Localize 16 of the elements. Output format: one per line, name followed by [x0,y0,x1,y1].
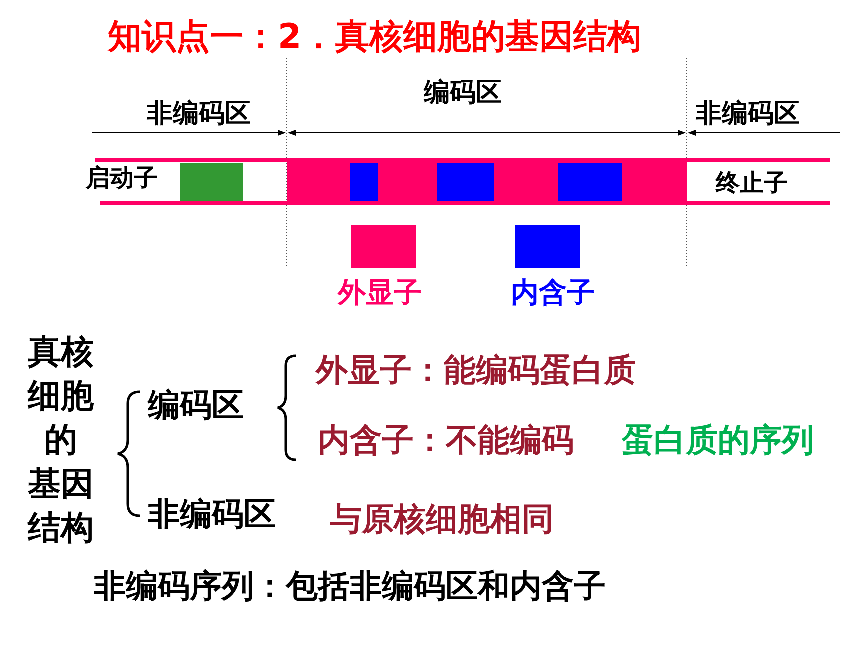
description: 内含子：不能编码 [318,424,574,456]
region-label: 非编码区 [147,101,251,127]
description: 蛋白质的序列 [622,424,814,456]
terminator-label: 终止子 [716,171,788,195]
summary: 非编码序列：包括非编码区和内含子 [94,570,606,602]
description: 外显子：能编码蛋白质 [316,354,636,386]
promoter-label: 启动子 [86,166,158,190]
branch-label: 非编码区 [148,498,276,530]
vertical-heading: 真核细胞的基因结构 [26,331,95,549]
legend-label: 内含子 [511,279,595,307]
region-label: 编码区 [424,80,502,106]
branch-label: 编码区 [148,389,244,421]
legend-label: 外显子 [338,279,422,307]
description: 与原核细胞相同 [330,503,554,535]
region-label: 非编码区 [696,101,800,127]
title: 知识点一：2．真核细胞的基因结构 [108,20,642,54]
